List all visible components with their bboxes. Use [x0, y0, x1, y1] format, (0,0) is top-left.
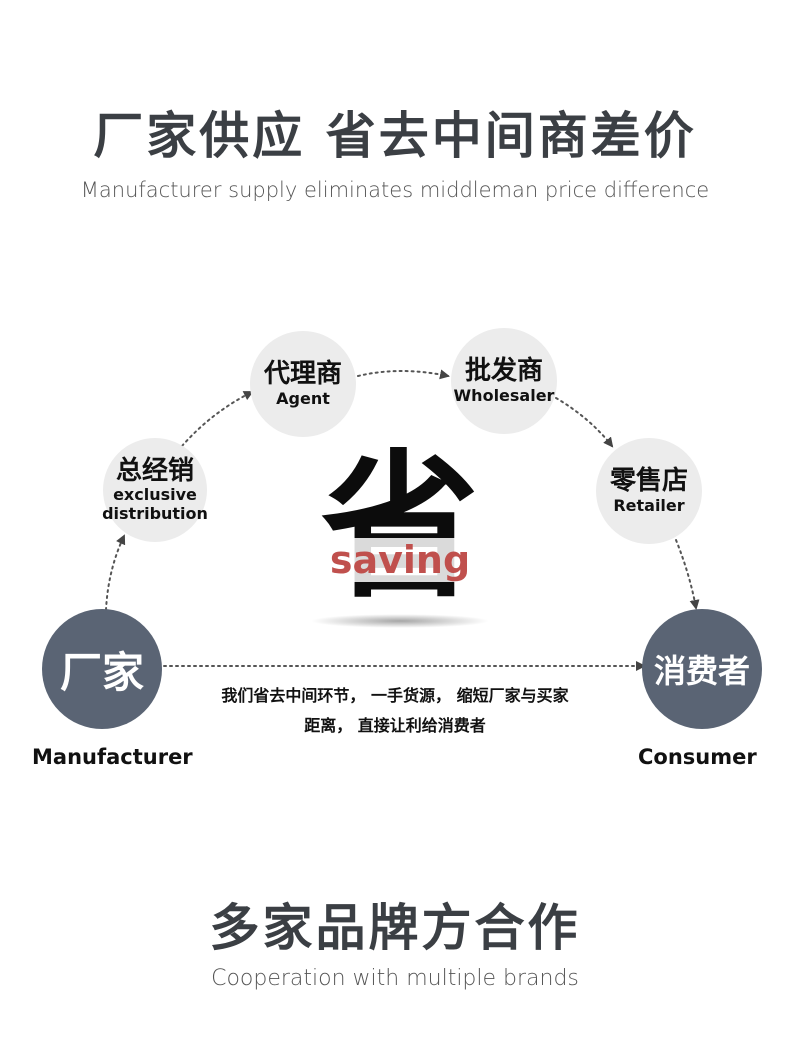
node-exclusive-en-line1: exclusive	[113, 485, 197, 505]
node-wholesaler-cn: 批发商	[464, 356, 543, 387]
center-saving-word: saving	[320, 538, 480, 582]
node-exclusive-en-line2: distribution	[102, 504, 208, 524]
page-subtitle: Manufacturer supply eliminates middleman…	[80, 178, 710, 202]
label-manufacturer: Manufacturer	[32, 745, 193, 769]
node-retailer-cn: 零售店	[609, 466, 688, 497]
node-manufacturer-cn: 厂家	[59, 647, 144, 697]
node-retailer: 零售店 Retailer	[596, 438, 702, 544]
node-retailer-en: Retailer	[613, 495, 685, 515]
arrow-wholesaler-to-retailer	[555, 397, 614, 448]
section-title-cooperation: 多家品牌方合作	[209, 899, 581, 957]
arrow-retailer-to-consumer	[675, 539, 700, 610]
node-consumer: 消费者	[642, 609, 762, 729]
node-consumer-cn: 消费者	[653, 652, 750, 690]
section-subtitle-cooperation: Cooperation with multiple brands	[211, 966, 579, 991]
node-agent: 代理商 Agent	[250, 331, 356, 437]
arrow-agent-to-wholesaler	[357, 369, 450, 380]
node-wholesaler-en: Wholesaler	[453, 385, 555, 405]
label-consumer: Consumer	[638, 745, 757, 769]
node-agent-cn: 代理商	[263, 359, 342, 390]
node-agent-en: Agent	[276, 388, 330, 408]
node-exclusive-distribution: 总经销 exclusive distribution	[102, 438, 208, 542]
node-exclusive-cn: 总经销	[115, 455, 194, 486]
description-line-2: 距离， 直接让利给消费者	[304, 716, 486, 735]
description-line-1: 我们省去中间环节， 一手货源， 缩短厂家与买家	[221, 686, 569, 705]
center-saving-character: 省	[321, 436, 479, 620]
arrow-exclusive-to-agent	[181, 391, 254, 447]
page-title: 厂家供应 省去中间商差价	[93, 107, 697, 165]
node-manufacturer: 厂家	[42, 609, 162, 729]
node-wholesaler: 批发商 Wholesaler	[451, 328, 557, 434]
arrow-manufacturer-to-exclusive	[105, 534, 126, 611]
center-shadow	[310, 614, 490, 628]
